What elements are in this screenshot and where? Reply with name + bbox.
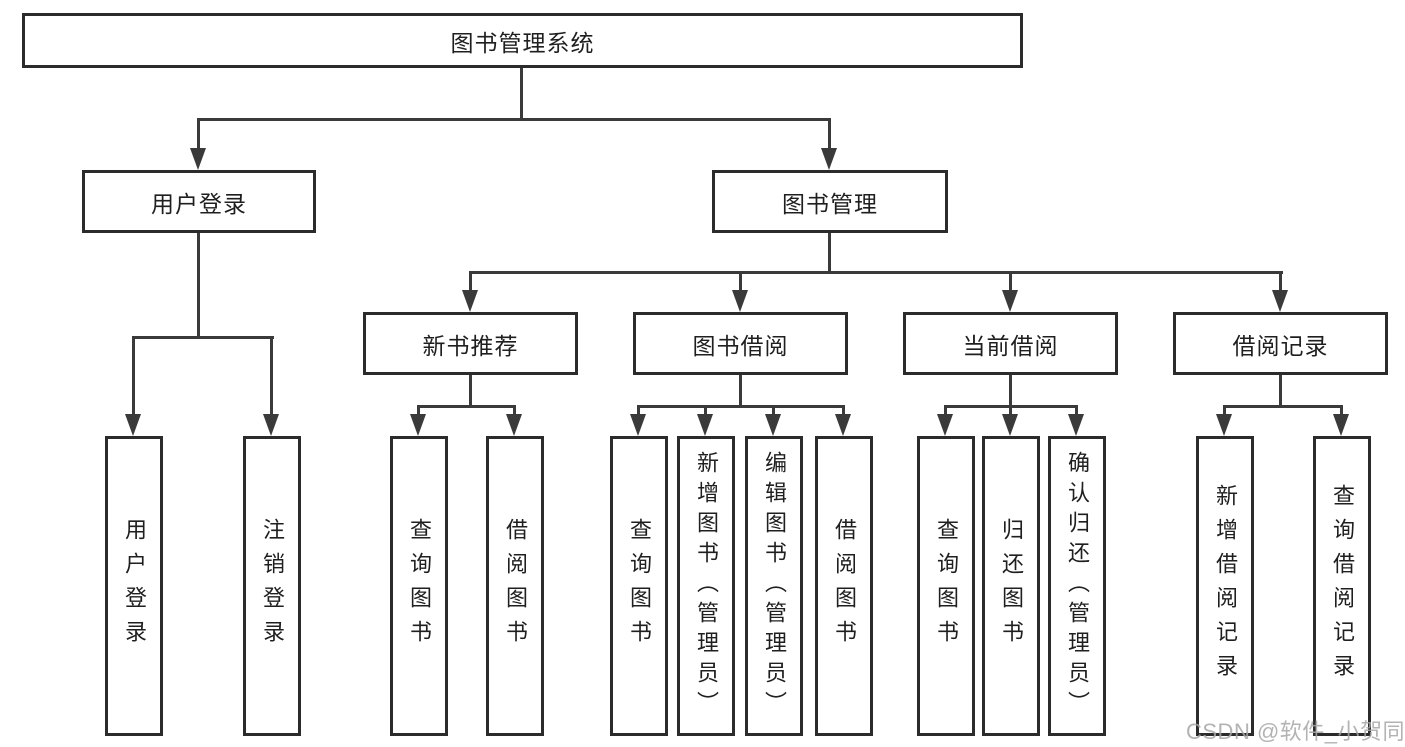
arrow-down	[937, 414, 953, 436]
node-book-borrowing: 图书借阅	[633, 312, 848, 375]
arrow-down	[263, 414, 279, 436]
arrow-down	[821, 148, 837, 170]
leaf-query-borrow-record: 查询借阅记录	[1313, 436, 1371, 736]
connector-line	[197, 118, 831, 121]
node-book-management: 图书管理	[712, 170, 948, 233]
connector-line	[132, 336, 274, 339]
arrow-down	[697, 414, 713, 436]
connector-line	[704, 405, 707, 418]
connector-line	[1279, 271, 1282, 293]
leaf-borrow-books-1: 借阅图书	[486, 436, 544, 736]
arrow-down	[1333, 414, 1349, 436]
connector-line	[197, 118, 200, 152]
connector-line	[469, 375, 472, 405]
connector-line	[1223, 405, 1226, 418]
connector-line	[1075, 405, 1078, 418]
connector-line	[1223, 405, 1343, 408]
connector-line	[944, 405, 947, 418]
csdn-watermark: CSDN @软件_小贺同学	[1186, 719, 1405, 744]
connector-line	[1340, 405, 1343, 418]
leaf-add-books-admin: 新增图书（管理员）	[677, 436, 735, 736]
arrow-down	[1002, 414, 1018, 436]
connector-line	[520, 68, 523, 118]
connector-line	[637, 405, 640, 418]
connector-line	[772, 405, 775, 418]
connector-line	[1279, 375, 1282, 405]
node-root-library-system: 图书管理系统	[22, 13, 1023, 68]
connector-line	[1009, 405, 1012, 418]
connector-line	[132, 336, 135, 416]
leaf-query-books-3: 查询图书	[917, 436, 975, 736]
connector-line	[197, 233, 200, 336]
arrow-down	[732, 290, 748, 312]
arrow-down	[1216, 414, 1232, 436]
leaf-borrow-books-2: 借阅图书	[815, 436, 873, 736]
connector-line	[637, 405, 845, 408]
arrow-down	[1272, 290, 1288, 312]
connector-line	[469, 271, 1283, 274]
node-user-login: 用户登录	[82, 170, 316, 233]
connector-line	[739, 271, 742, 293]
leaf-user-login: 用户登录	[105, 436, 163, 736]
arrow-down	[125, 414, 141, 436]
connector-line	[417, 405, 516, 408]
leaf-query-books-1: 查询图书	[390, 436, 448, 736]
arrow-down	[630, 414, 646, 436]
leaf-return-books: 归还图书	[982, 436, 1040, 736]
connector-line	[739, 375, 742, 405]
arrow-down	[835, 414, 851, 436]
arrow-down	[1068, 414, 1084, 436]
connector-line	[1009, 271, 1012, 293]
leaf-query-books-2: 查询图书	[610, 436, 668, 736]
connector-line	[417, 405, 420, 418]
arrow-down	[506, 414, 522, 436]
arrow-down	[765, 414, 781, 436]
arrow-down	[1002, 290, 1018, 312]
leaf-confirm-return-admin: 确认归还（管理员）	[1048, 436, 1106, 736]
leaf-edit-books-admin: 编辑图书（管理员）	[745, 436, 803, 736]
node-borrow-records: 借阅记录	[1173, 312, 1388, 375]
node-new-book-recommendation: 新书推荐	[363, 312, 578, 375]
connector-line	[270, 336, 273, 416]
connector-line	[469, 271, 472, 293]
connector-line	[828, 233, 831, 271]
arrow-down	[190, 148, 206, 170]
arrow-down	[462, 290, 478, 312]
connector-line	[842, 405, 845, 418]
arrow-down	[410, 414, 426, 436]
leaf-add-borrow-record: 新增借阅记录	[1196, 436, 1254, 736]
connector-line	[513, 405, 516, 418]
connector-line	[828, 118, 831, 152]
connector-line	[1009, 375, 1012, 405]
node-current-borrowing: 当前借阅	[903, 312, 1118, 375]
leaf-logout: 注销登录	[243, 436, 301, 736]
